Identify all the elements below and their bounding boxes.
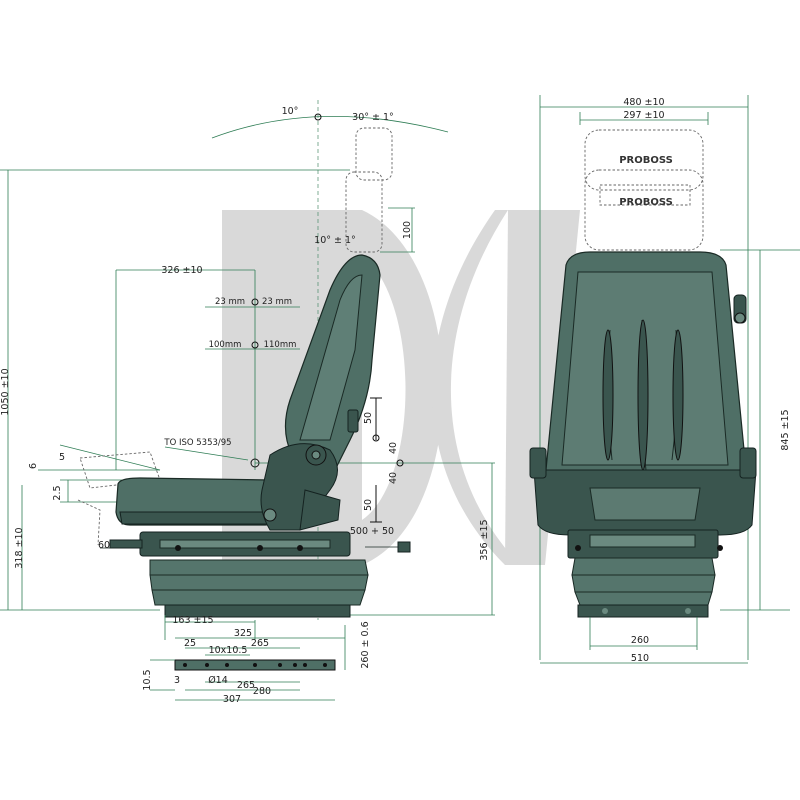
bellow-width-label: 510	[631, 653, 649, 664]
backrest-110-label: 110mm	[264, 340, 297, 350]
base-163-label: 163 ±15	[172, 615, 213, 626]
height-50-lower-label: 50	[363, 499, 374, 511]
base-plate-view	[150, 625, 346, 701]
dimension-labels: 10° 30° ± 1° 10° ± 1° 100 326 ±10 23 mm …	[0, 97, 791, 705]
plate-105-label: 10.5	[142, 669, 153, 690]
overall-height-label: 1050 ±10	[0, 368, 11, 415]
height-50-upper-label: 50	[363, 412, 374, 424]
horizontal-adjust-label: 326 ±10	[161, 265, 202, 276]
backrest-100-label: 100mm	[209, 340, 242, 350]
front-view	[529, 95, 800, 664]
plate-260-label: 260 ± 0.6	[360, 621, 371, 668]
plate-265-top-label: 265	[251, 638, 269, 649]
angle-top-right-label: 30° ± 1°	[352, 112, 394, 123]
tilt-25-label: 2.5	[52, 485, 63, 500]
brand-label-top: PROBOSS	[619, 155, 673, 166]
backrest-height-label: 845 ±15	[780, 409, 791, 450]
iso-reference-label: TO ISO 5353/95	[163, 438, 231, 448]
plate-325-label: 325	[234, 628, 252, 639]
slide-travel-label: 500 + 50	[350, 526, 394, 537]
headrest-width-label: 297 ±10	[623, 110, 664, 121]
backrest-23-right-label: 23 mm	[262, 297, 292, 307]
tilt-5-label: 5	[59, 452, 65, 463]
plate-10x105-label: 10x10.5	[209, 645, 248, 656]
plate-3-label: 3	[174, 675, 180, 686]
backrest-23-left-label: 23 mm	[215, 297, 245, 307]
plate-307-label: 307	[223, 694, 241, 705]
angle-top-left-label: 10°	[282, 106, 299, 117]
suspension-height-label: 356 ±15	[479, 519, 490, 560]
height-40-lower-label: 40	[388, 472, 399, 484]
plate-25-label: 25	[184, 638, 196, 649]
headrest-travel-label: 100	[402, 221, 413, 239]
base-width-label: 260	[631, 635, 649, 646]
plate-14-label: Ø14	[208, 675, 228, 686]
seat-height-label: 318 ±10	[14, 527, 25, 568]
side-view	[0, 100, 495, 640]
tilt-6-label: 6	[28, 463, 39, 469]
brand-label-bottom: PROBOSS	[619, 197, 673, 208]
overall-width-label: 480 ±10	[623, 97, 664, 108]
tilt-60-label: 60	[98, 540, 110, 551]
plate-280-label: 280	[253, 686, 271, 697]
plate-265-bottom-label: 265	[237, 680, 255, 691]
height-40-upper-label: 40	[388, 442, 399, 454]
headrest-angle-label: 10° ± 1°	[314, 235, 356, 246]
